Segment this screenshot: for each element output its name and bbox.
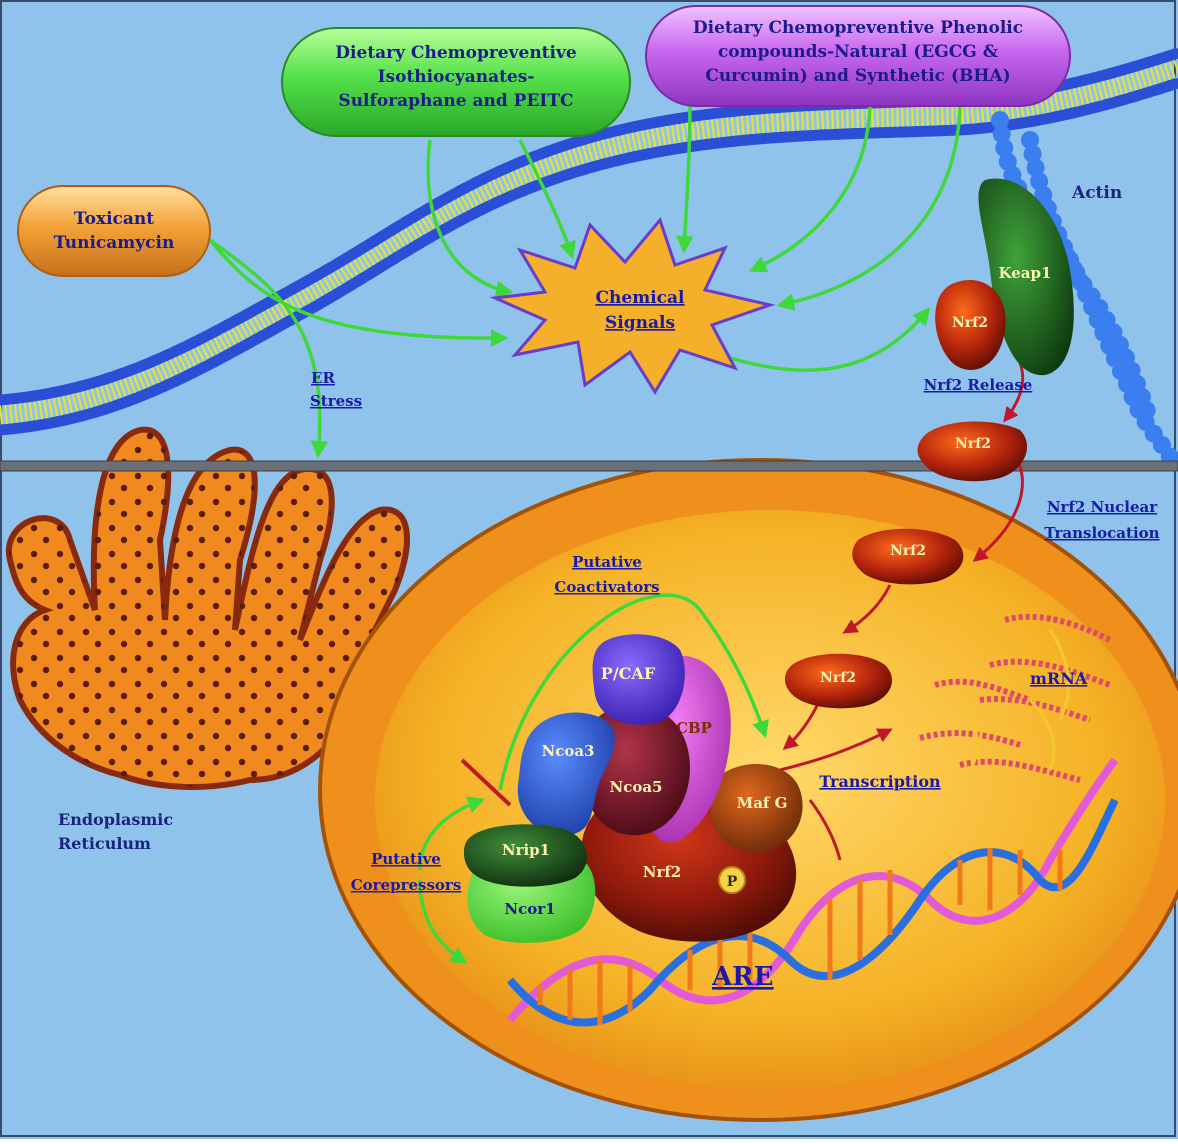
nrf2-shape	[784, 653, 893, 709]
keap1-nrf2-complex: Keap1 Nrf2	[935, 178, 1074, 376]
arrow-signals-to-nrf2	[719, 307, 931, 372]
nrf2-bound-label: Nrf2	[952, 315, 988, 331]
arrow-toxicant-to-er	[208, 238, 329, 459]
translocation-line2: Translocation	[1044, 524, 1159, 542]
pill-line: Tunicamycin	[54, 233, 175, 253]
pill-line: Sulforaphane and PEITC	[338, 91, 573, 111]
mafg-label: Maf G	[737, 794, 788, 812]
chemical-signals-line2: Signals	[605, 313, 675, 333]
pill-line: Isothiocyanates-	[378, 67, 535, 87]
dna-helix: ARE	[506, 757, 1119, 1027]
transcription-complex: Nrf2 Maf G CBP Ncoa5 Ncoa3 P/CAF Ncor1 N…	[463, 634, 803, 943]
mrna-strand	[979, 696, 1091, 723]
arrow-isothiocyanate-1	[426, 139, 514, 298]
ncor1-label: Ncor1	[504, 900, 555, 918]
keap1-label: Keap1	[999, 264, 1052, 282]
dna-rungs	[537, 848, 1063, 1025]
arrow-phenolic-2	[748, 99, 872, 273]
green-arrows	[208, 99, 962, 964]
mrna-strand	[934, 678, 1031, 703]
nrf2-label: Nrf2	[890, 543, 926, 559]
nrip1-label: Nrip1	[502, 841, 550, 859]
er-label-line2: Reticulum	[58, 834, 151, 853]
nrf2-release-label: Nrf2 Release	[924, 376, 1033, 394]
pill-line: Dietary Chemopreventive Phenolic	[693, 18, 1023, 38]
nrf2-core-label: Nrf2	[643, 863, 682, 881]
arrow-nrf2-inward	[842, 584, 892, 634]
chemical-signals-line1: Chemical	[596, 288, 686, 308]
cbp-label: CBP	[676, 719, 712, 737]
pcaf-shape	[592, 634, 685, 725]
mrna-strand	[919, 730, 1021, 748]
ncoa5-label: Ncoa5	[609, 778, 662, 796]
pill-shape	[17, 185, 211, 277]
nrf2-bound-shape	[935, 280, 1006, 370]
star-shape	[489, 216, 776, 395]
isothiocyanates-pill: Dietary Chemopreventive Isothiocyanates-…	[281, 27, 631, 137]
nrf2-shape	[852, 528, 964, 585]
mrna-strand	[1004, 613, 1112, 643]
nrf2-free-1: Nrf2	[917, 421, 1028, 482]
actin-chain	[991, 111, 1178, 469]
pill-line: compounds-Natural (EGCG &	[718, 42, 999, 62]
mrna-tail	[958, 629, 1071, 771]
are-label: ARE	[711, 962, 774, 992]
arrow-to-dna	[808, 799, 842, 861]
arrow-isothiocyanate-2	[518, 139, 576, 260]
pill-line: Dietary Chemopreventive	[335, 43, 577, 63]
inhibition-mark	[460, 758, 512, 807]
nrf2-label: Nrf2	[820, 670, 856, 686]
corepressors-line2: Corepressors	[351, 876, 462, 894]
arrow-phenolic-1	[675, 99, 694, 254]
er-stress-line1: ER	[311, 369, 335, 387]
nrf2-free-3: Nrf2	[784, 653, 893, 709]
dna-strand-blue	[506, 798, 1119, 1027]
mrna-label: mRNA	[1030, 669, 1088, 688]
nrf2-label: Nrf2	[955, 436, 991, 452]
mrna-strands: mRNA	[919, 613, 1112, 783]
arrow-toxicant-to-signals	[208, 238, 509, 347]
membrane-tails	[0, 55, 1178, 428]
mafg-shape	[710, 763, 803, 853]
coactivators-line2: Coactivators	[554, 578, 659, 596]
dna-strand-pink	[506, 757, 1119, 1023]
corepressors-line1: Putative	[371, 850, 441, 868]
phosphate-circle	[718, 866, 746, 894]
divider-line	[0, 460, 1178, 472]
actin-filament: Actin	[991, 111, 1178, 469]
ncoa3-shape	[517, 712, 615, 836]
pill-line: Curcumin) and Synthetic (BHA)	[705, 66, 1010, 86]
er-stress-line2: Stress	[310, 392, 362, 410]
pill-shape	[645, 5, 1071, 107]
nrf2-shape	[917, 421, 1028, 482]
toxicant-pill: Toxicant Tunicamycin	[17, 185, 211, 277]
phosphate-label: P	[727, 874, 738, 890]
nrf2-free-2: Nrf2	[852, 528, 964, 585]
arrow-coactivators	[498, 593, 769, 791]
arrow-corepressors-up	[418, 796, 486, 871]
pcaf-label: P/CAF	[601, 664, 656, 683]
arrow-phenolic-3	[776, 99, 962, 311]
mrna-strand	[959, 758, 1081, 783]
translocation-line1: Nrf2 Nuclear	[1047, 498, 1158, 516]
arrow-transcription	[779, 728, 893, 772]
ncoa3-label: Ncoa3	[541, 742, 594, 760]
coactivators-line1: Putative	[572, 553, 642, 571]
chemical-signals-star: Chemical Signals	[489, 216, 776, 395]
pill-shape	[281, 27, 631, 137]
pill-line: Toxicant	[74, 209, 154, 229]
arrow-corepressors-down	[418, 879, 468, 964]
actin-label: Actin	[1071, 183, 1122, 203]
transcription-label: Transcription	[819, 772, 941, 791]
phenolic-pill: Dietary Chemopreventive Phenolic compoun…	[645, 5, 1071, 107]
er-label-line1: Endoplasmic	[58, 810, 173, 829]
nrip1-shape	[463, 824, 587, 887]
